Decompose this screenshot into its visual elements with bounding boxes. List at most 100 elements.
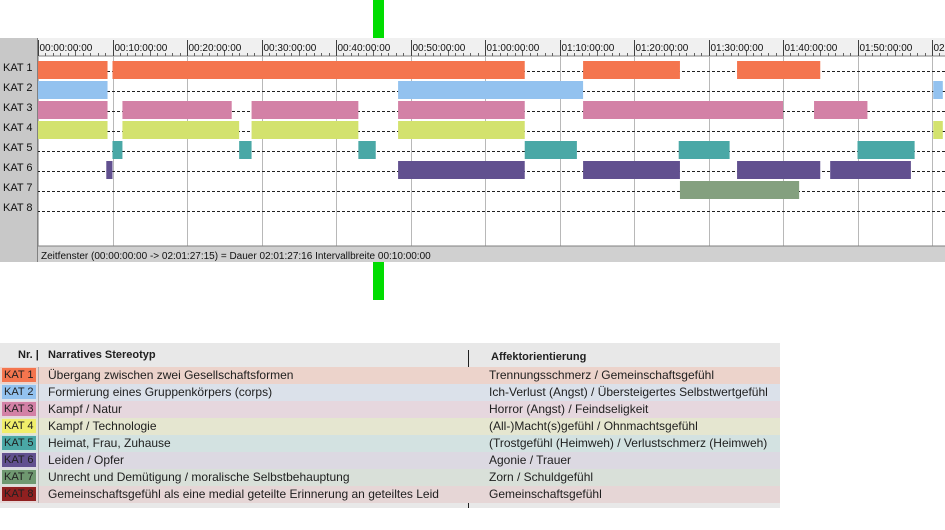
green-marker-top: [373, 0, 384, 38]
timeline-bar: [38, 81, 108, 99]
tick-label: 01:40:00:00: [785, 43, 838, 54]
legend-header-affekt: Affektorientierung: [491, 351, 587, 363]
timeline-bar: [251, 121, 359, 139]
tick-label: 00:30:00:00: [264, 43, 317, 54]
timeline-bar: [398, 101, 525, 119]
tick-label: 01:20:00:00: [636, 43, 689, 54]
legend-table: Nr. | Narratives Stereotyp Affektorienti…: [0, 343, 780, 508]
tick-label: 01:00:00:00: [487, 43, 540, 54]
timeline-bar: [38, 121, 108, 139]
legend-affekt: (All-)Macht(s)gefühl / Ohnmachtsgefühl: [489, 419, 698, 433]
timeline-bar: [830, 161, 911, 179]
legend-badge: KAT 8: [2, 487, 36, 501]
legend-separator: [38, 469, 39, 486]
tick-label: 01:50:00:00: [860, 43, 913, 54]
row-label: KAT 8: [3, 202, 33, 214]
tick-label: 00:10:00:00: [115, 43, 168, 54]
legend-affekt: Gemeinschaftsgefühl: [489, 487, 602, 501]
legend-affekt: (Trostgefühl (Heimweh) / Verlustschmerz …: [489, 436, 768, 450]
legend-affekt: Zorn / Schuldgefühl: [489, 470, 594, 484]
legend-badge: KAT 7: [2, 470, 36, 484]
tick-label: 00:50:00:00: [413, 43, 466, 54]
timeline-bar: [398, 121, 525, 139]
tick-label: 00:00:00:00: [40, 43, 93, 54]
timeline-bar: [524, 141, 577, 159]
tick-label: 01:30:00:00: [711, 43, 764, 54]
timeline-bar: [112, 61, 525, 79]
legend-separator: [38, 452, 39, 469]
tick-label: 02: [934, 43, 945, 54]
timeline-bar: [112, 141, 123, 159]
timeline-bar: [122, 101, 232, 119]
legend-row: KAT 2 Formierung eines Gruppenkörpers (co…: [0, 384, 780, 401]
legend-separator: [38, 486, 39, 503]
legend-row: KAT 5 Heimat, Frau, Zuhause (Trostgefühl (…: [0, 435, 780, 452]
row-label: KAT 6: [3, 162, 33, 174]
row-label: KAT 1: [3, 62, 33, 74]
legend-header-nr: Nr. |: [18, 349, 39, 361]
legend-affekt: Trennungsschmerz / Gemeinschaftsgefühl: [489, 368, 714, 382]
timeline-bar: [251, 101, 359, 119]
timeline-bar: [933, 121, 943, 139]
legend-row: KAT 7 Unrecht und Demütigung / moralische…: [0, 469, 780, 486]
timeline-bar: [106, 161, 113, 179]
legend-stereotyp: Übergang zwischen zwei Gesellschaftsform…: [48, 368, 294, 382]
timeline-bar: [583, 61, 680, 79]
legend-badge: KAT 4: [2, 419, 36, 433]
timeline-bar: [239, 141, 252, 159]
timeline-bar: [814, 101, 868, 119]
timeline-bar: [678, 141, 730, 159]
row-label: KAT 2: [3, 82, 33, 94]
legend-affekt: Ich-Verlust (Angst) / Übersteigertes Sel…: [489, 385, 768, 399]
timeline-bar: [737, 61, 821, 79]
legend-separator: [38, 418, 39, 435]
legend-row: KAT 4 Kampf / Technologie (All-)Macht(s)ge…: [0, 418, 780, 435]
timeline-svg: 00:00:00:00 00:10:00:00 00:20:00:00 00:30:0…: [0, 0, 945, 300]
tick-label: 00:20:00:00: [189, 43, 242, 54]
legend-separator: [38, 435, 39, 452]
legend-stereotyp: Heimat, Frau, Zuhause: [48, 436, 171, 450]
timeline-bar: [122, 121, 240, 139]
legend-stereotyp: Formierung eines Gruppenkörpers (corps): [48, 385, 273, 399]
legend-badge: KAT 5: [2, 436, 36, 450]
green-marker-bottom: [373, 262, 384, 300]
timeline-bar: [38, 101, 108, 119]
legend-row: KAT 6 Leiden / Opfer Agonie / Trauer: [0, 452, 780, 469]
timeline-bar: [933, 81, 943, 99]
legend-row: KAT 1 Übergang zwischen zwei Gesellschaft…: [0, 367, 780, 384]
legend-separator: [38, 384, 39, 401]
timeline-bar: [38, 61, 108, 79]
row-label: KAT 5: [3, 142, 33, 154]
row-label: KAT 4: [3, 122, 33, 134]
row-label: KAT 7: [3, 182, 33, 194]
legend-badge: KAT 2: [2, 385, 36, 399]
legend-stereotyp: Kampf / Natur: [48, 402, 123, 416]
timeline-bar: [857, 141, 915, 159]
tick-label: 00:40:00:00: [338, 43, 391, 54]
legend-row: KAT 3 Kampf / Natur Horror (Angst) / Feind…: [0, 401, 780, 418]
timeline-bar: [583, 101, 783, 119]
timeline-bar: [398, 161, 525, 179]
legend-affekt: Agonie / Trauer: [489, 453, 572, 467]
footer-bar: [37, 246, 945, 262]
tick-label: 01:10:00:00: [562, 43, 615, 54]
legend-separator: [38, 401, 39, 418]
timeline-bar: [679, 181, 800, 199]
timeline-bar: [583, 161, 680, 179]
legend-separator: [38, 367, 39, 384]
legend-stereotyp: Unrecht und Demütigung / moralische Selb…: [48, 470, 350, 484]
row-label: KAT 3: [3, 102, 33, 114]
timeline-bar: [398, 81, 584, 99]
timeline-bar: [737, 161, 821, 179]
legend-stereotyp: Leiden / Opfer: [48, 453, 125, 467]
legend-badge: KAT 3: [2, 402, 36, 416]
legend-stereotyp: Gemeinschaftsgefühl als eine medial gete…: [48, 487, 439, 501]
timeline-chart: 00:00:00:00 00:10:00:00 00:20:00:00 00:30:0…: [0, 0, 945, 300]
legend-affekt: Horror (Angst) / Feindseligkeit: [489, 402, 649, 416]
timeline-bar: [358, 141, 376, 159]
legend-badge: KAT 1: [2, 368, 36, 382]
footer-text: Zeitfenster (00:00:00:00 -> 02:01:27:15)…: [41, 251, 431, 262]
legend-stereotyp: Kampf / Technologie: [48, 419, 157, 433]
legend-badge: KAT 6: [2, 453, 36, 467]
time-ruler: [37, 38, 945, 56]
